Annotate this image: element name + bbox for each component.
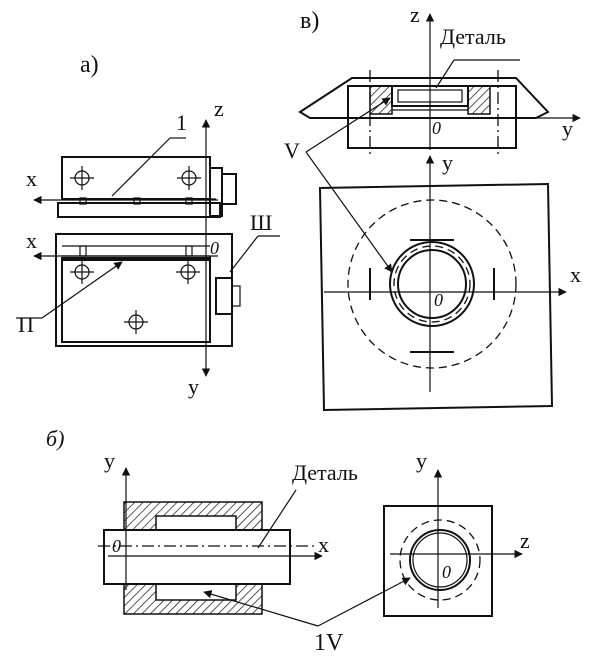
panel-b-origin-label: 0	[112, 536, 121, 556]
panel-b-end-plate	[383, 505, 493, 617]
panel-a-origin-label: 0	[210, 238, 219, 258]
crosshair-mark	[70, 166, 201, 190]
panel-v-plate	[318, 182, 554, 412]
panel-v-detail-label: Деталь	[440, 24, 506, 49]
panel-v-detail-circle	[389, 241, 475, 327]
panel-a-label: а)	[80, 52, 99, 78]
panel-v-origin-label: 0	[434, 290, 443, 310]
marker-sh-label: Ш	[250, 210, 272, 235]
panel-b-detail-circle	[409, 529, 471, 591]
panel-b-label: б)	[46, 426, 64, 451]
panel-v-label: в)	[300, 8, 319, 34]
panel-b-hatch-top	[123, 501, 263, 531]
panel-b-shaft	[103, 529, 291, 585]
crosshair-mark	[70, 260, 200, 334]
panel-b-origin-label-end: 0	[442, 562, 451, 582]
marker-1v-label: 1V	[314, 630, 344, 656]
panel-b-outer-circle	[399, 519, 481, 601]
marker-1-label: 1	[176, 110, 187, 135]
panel-a-top-base	[57, 202, 221, 218]
panel-b-figure	[98, 467, 523, 627]
panel-v-origin-label-section: 0	[432, 118, 441, 138]
marker-v-label: V	[284, 138, 300, 163]
panel-b-z-label: z	[520, 528, 530, 553]
panel-b-y-label-end: y	[416, 448, 427, 473]
panel-v-section-outline	[298, 77, 550, 119]
panel-v-y-label-section: y	[562, 116, 573, 141]
panel-a-z-label: z	[214, 96, 224, 121]
panel-v-hatch-right	[467, 85, 491, 115]
panel-v-x-label: x	[570, 262, 581, 287]
panel-v-hatch-left	[369, 85, 393, 115]
panel-a-x-label-top: x	[26, 166, 37, 191]
panel-a-figure	[16, 119, 280, 377]
marker-p-label: П	[18, 312, 34, 337]
panel-v-y-label: y	[442, 150, 453, 175]
panel-v-z-label: z	[410, 2, 420, 27]
panel-b-y-label: y	[104, 448, 115, 473]
panel-v-figure	[298, 13, 581, 412]
panel-a-x-label-bottom: x	[26, 228, 37, 253]
panel-b-x-label: x	[318, 532, 329, 557]
panel-b-hatch-bottom	[123, 583, 263, 615]
panel-a-y-label: y	[188, 374, 199, 399]
panel-b-detail-label: Деталь	[292, 460, 358, 485]
panel-v-outer-circle	[347, 199, 517, 369]
